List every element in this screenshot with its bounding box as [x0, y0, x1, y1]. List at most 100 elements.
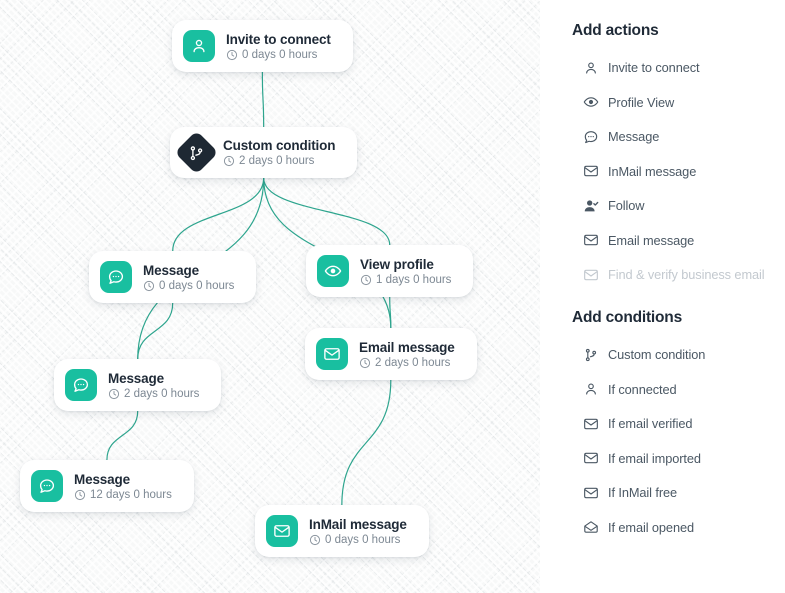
mail-icon [582, 484, 599, 501]
clock-icon [108, 388, 120, 400]
node-delay: 2 days 0 hours [108, 388, 199, 400]
condition-option-if-email-verified[interactable]: If email verified [572, 413, 785, 434]
condition-option-custom-condition[interactable]: Custom condition [572, 344, 785, 365]
option-label: Profile View [608, 94, 675, 110]
node-delay-text: 0 days 0 hours [325, 533, 401, 546]
option-label: Invite to connect [608, 60, 700, 75]
mail-open-icon [582, 519, 599, 536]
option-label: If InMail free [608, 485, 678, 500]
node-title: InMail message [309, 516, 407, 532]
workflow-node-custom-condition[interactable]: Custom condition 2 days 0 hours [170, 127, 358, 178]
node-delay-text: 0 days 0 hours [242, 48, 318, 61]
person-icon [582, 381, 599, 398]
edge-message-1-to-message-2 [137, 302, 174, 360]
node-title: Message [143, 262, 199, 278]
clock-icon [360, 274, 372, 286]
option-label: Find & verify business email [608, 267, 765, 282]
node-delay: 12 days 0 hours [74, 489, 172, 501]
add-conditions-title: Add conditions [572, 309, 682, 326]
clock-icon [309, 534, 321, 546]
eye-icon [582, 94, 599, 111]
clock-icon [143, 280, 155, 292]
node-delay-text: 2 days 0 hours [375, 356, 451, 369]
node-title: Custom condition [223, 138, 336, 153]
node-title: View profile [360, 256, 434, 272]
mail-icon [316, 338, 348, 370]
mail-icon [582, 232, 599, 249]
chat-icon [65, 369, 97, 401]
add-conditions-list: Custom condition If connected If email ver… [572, 344, 785, 538]
node-delay-text: 0 days 0 hours [159, 279, 235, 292]
node-delay: 2 days 0 hours [359, 357, 455, 369]
edge-custom-condition-to-message-1 [172, 177, 265, 252]
option-label: Message [608, 129, 660, 144]
mail-icon [266, 515, 298, 547]
mail-icon [582, 163, 599, 180]
action-option-find-verify-business-email: Find & verify business email [572, 264, 785, 285]
chat-icon [100, 261, 132, 293]
edge-invite-to-connect-to-custom-condition [261, 71, 265, 128]
condition-option-if-email-opened[interactable]: If email opened [572, 517, 785, 538]
option-label: Follow [608, 198, 645, 213]
clock-icon [359, 357, 371, 369]
option-label: If email opened [608, 519, 695, 535]
person-icon [582, 59, 599, 76]
clock-icon [223, 155, 235, 167]
condition-option-if-inmail-free[interactable]: If InMail free [572, 482, 785, 503]
action-option-follow[interactable]: Follow [572, 195, 785, 216]
branch-icon [174, 130, 219, 175]
action-option-profile-view[interactable]: Profile View [572, 92, 785, 113]
mail-icon [582, 266, 599, 283]
action-option-invite-to-connect[interactable]: Invite to connect [572, 57, 785, 78]
condition-option-if-email-imported[interactable]: If email imported [572, 448, 785, 469]
node-delay: 1 days 0 hours [360, 274, 451, 286]
edge-custom-condition-to-view-profile [263, 177, 391, 246]
option-label: If connected [608, 381, 677, 397]
node-delay-text: 1 days 0 hours [376, 273, 452, 286]
mail-icon [582, 415, 599, 432]
node-delay-text: 12 days 0 hours [90, 488, 172, 501]
node-delay: 0 days 0 hours [226, 49, 331, 61]
node-delay: 2 days 0 hours [223, 155, 335, 167]
option-label: If email verified [608, 416, 693, 431]
edge-message-2-to-message-3 [106, 410, 139, 461]
condition-option-if-connected[interactable]: If connected [572, 379, 785, 400]
person-check-icon [582, 197, 599, 214]
edge-email-message-to-inmail-message [341, 379, 392, 506]
action-option-email-message[interactable]: Email message [572, 230, 785, 251]
node-delay-text: 2 days 0 hours [124, 387, 200, 400]
chat-icon [582, 128, 599, 145]
node-title: Email message [359, 339, 455, 355]
chat-icon [31, 470, 63, 502]
option-label: Email message [608, 232, 695, 248]
node-title: Message [108, 370, 164, 386]
action-option-inmail-message[interactable]: InMail message [572, 161, 785, 182]
clock-icon [74, 489, 86, 501]
branch-icon [582, 346, 599, 363]
clock-icon [226, 49, 238, 61]
node-delay: 0 days 0 hours [143, 280, 234, 292]
eye-icon [317, 255, 349, 287]
option-label: InMail message [608, 163, 697, 179]
action-option-message[interactable]: Message [572, 126, 785, 147]
edge-view-profile-to-email-message [389, 296, 392, 329]
node-delay-text: 2 days 0 hours [239, 155, 315, 167]
